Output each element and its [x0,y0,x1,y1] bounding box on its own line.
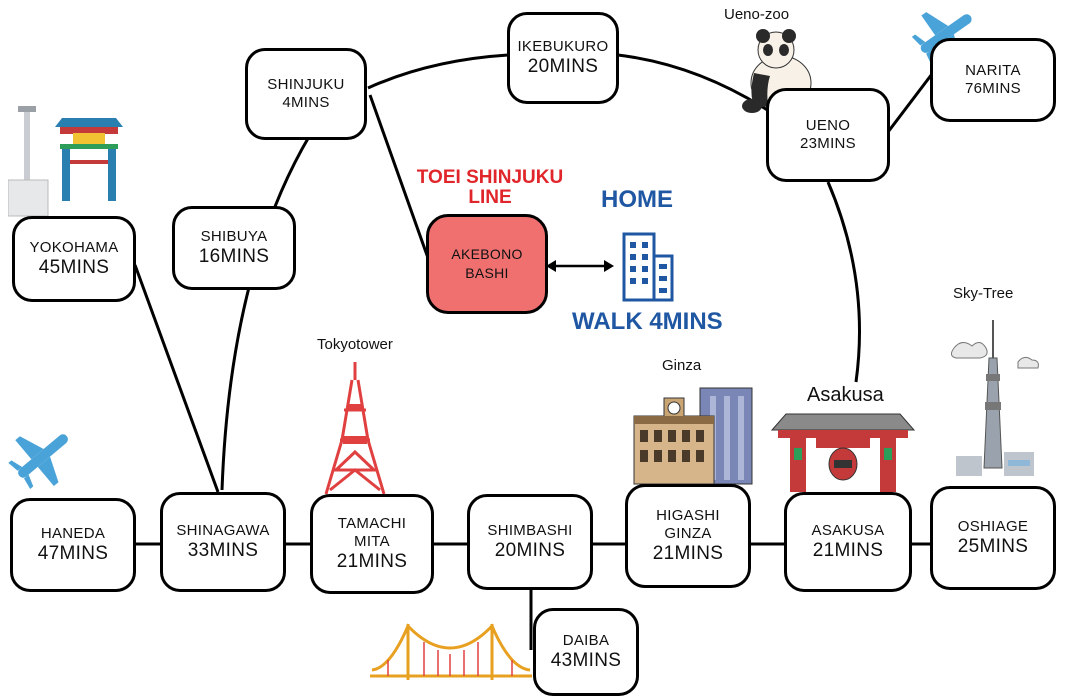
home-label: HOME [601,186,673,213]
station-ikebukuro[interactable]: IKEBUKURO 20MINS [507,12,619,104]
line-name-part: TOEI SHINJUKU [416,167,564,188]
station-haneda[interactable]: HANEDA 47MINS [10,498,136,592]
walk-time-label: WALK 4MINS [572,308,723,335]
yokohama-shinagawa-line [133,264,220,493]
station-name: SHINAGAWA [176,521,270,539]
station-time: 20MINS [494,539,566,561]
station-name: SHIMBASHI [487,521,573,539]
station-name: DAIBA [562,631,610,649]
station-daiba[interactable]: DAIBA 43MINS [533,608,639,696]
rainbow-bridge-icon [370,623,532,680]
sky-tree-label: Sky-Tree [953,285,1014,302]
sky-tree-icon [950,320,1039,476]
kaminarimon-gate-icon [770,413,916,492]
station-time: 4MINS [282,94,330,111]
station-oshiage[interactable]: OSHIAGE 25MINS [930,486,1056,590]
station-name: GINZA [664,524,712,542]
station-name: SHIBUYA [200,227,268,245]
asakusa-landmark-label: Asakusa [807,384,884,406]
station-time: 21MINS [336,550,408,572]
station-name: SHINJUKU [267,76,345,93]
station-time: 33MINS [187,539,259,561]
station-shinjuku[interactable]: SHINJUKU 4MINS [245,48,367,140]
shinjuku-akebonobashi-line [368,94,430,259]
station-name: MITA [354,532,390,550]
double-arrow [546,260,614,272]
yokohama-chinatown-icon [8,106,123,217]
building-icon [622,232,674,302]
station-asakusa[interactable]: ASAKUSA 21MINS [784,492,912,592]
station-name: IKEBUKURO [517,37,609,55]
station-name: AKEBONO [451,246,523,263]
ginza-building-icon [633,387,753,485]
station-shimbashi[interactable]: SHIMBASHI 20MINS [467,494,593,590]
station-yokohama[interactable]: YOKOHAMA 45MINS [12,216,136,302]
station-time: 76MINS [965,80,1021,97]
station-time: 23MINS [800,135,856,152]
station-time: 21MINS [652,542,724,564]
station-name: HIGASHI [656,506,720,524]
station-name: ASAKUSA [811,521,885,539]
station-name: TAMACHI [337,514,407,532]
station-name: OSHIAGE [957,517,1029,535]
jr-loop-arc [220,53,861,491]
station-name: UENO [805,117,851,134]
station-time: 21MINS [812,539,884,561]
station-shibuya[interactable]: SHIBUYA 16MINS [172,206,296,290]
line-name-part: LINE [468,186,512,208]
station-time: 43MINS [550,649,622,671]
station-narita[interactable]: NARITA 76MINS [930,38,1056,122]
ueno-narita-line [886,69,937,133]
station-akebonobashi[interactable]: AKEBONO BASHI [426,214,548,314]
station-name: BASHI [465,265,509,281]
line-name-label: TOEI SHINJUKU LINE [398,168,582,208]
tokyo-tower-icon [324,362,386,495]
station-name: NARITA [965,62,1021,79]
station-ueno[interactable]: UENO 23MINS [766,88,890,182]
station-time: 25MINS [957,535,1029,557]
tokyo-tower-label: Tokyotower [317,336,393,353]
ginza-label: Ginza [662,357,702,374]
station-shinagawa[interactable]: SHINAGAWA 33MINS [160,492,286,592]
station-time: 47MINS [37,542,109,564]
airplane-icon [8,434,68,489]
station-time: 45MINS [38,256,110,278]
ueno-zoo-label: Ueno-zoo [724,6,790,23]
station-name: HANEDA [40,524,106,542]
station-tamachi-mita[interactable]: TAMACHI MITA 21MINS [310,494,434,594]
station-time: 16MINS [198,245,270,267]
station-name: YOKOHAMA [29,238,119,256]
station-higashi-ginza[interactable]: HIGASHI GINZA 21MINS [625,484,751,588]
station-time: 20MINS [527,55,599,77]
